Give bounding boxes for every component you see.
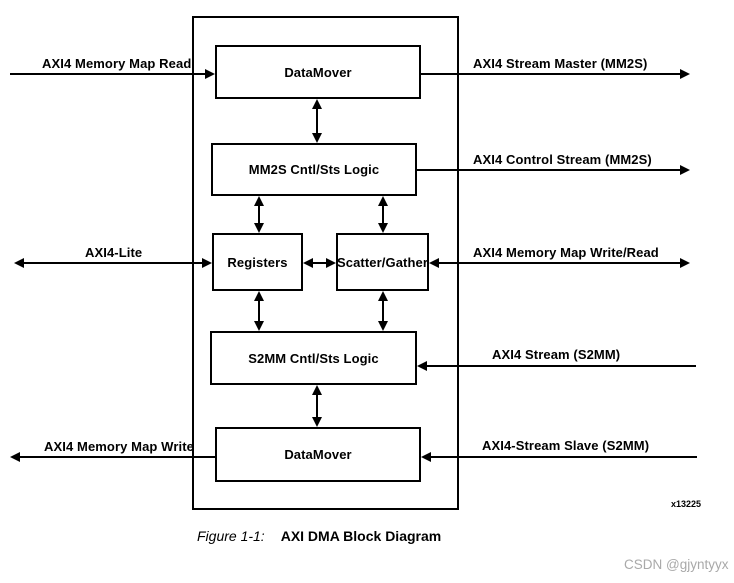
- stream-slave-arrowhead-icon: [421, 452, 431, 462]
- label-axi4-stream-slave: AXI4-Stream Slave (S2MM): [482, 438, 650, 453]
- connector-datamover-mm2s-line: [316, 103, 318, 139]
- label-axi4-stream-s2mm: AXI4 Stream (S2MM): [492, 347, 621, 362]
- connector-registers-s2mm-up-arrowhead-icon: [254, 291, 264, 301]
- block-mm2s-cntl-sts-logic: MM2S Cntl/Sts Logic: [211, 143, 417, 196]
- axi4-lite-left-arrowhead-icon: [14, 258, 24, 268]
- block-scatter-gather: Scatter/Gather: [336, 233, 429, 291]
- connector-mm2s-registers-down-arrowhead-icon: [254, 223, 264, 233]
- connector-sg-s2mm-down-arrowhead-icon: [378, 321, 388, 331]
- connector-mm2s-registers-up-arrowhead-icon: [254, 196, 264, 206]
- mm-write-read-left-arrowhead-icon: [429, 258, 439, 268]
- connector-registers-s2mm-line: [258, 296, 260, 326]
- connector-datamover-mm2s-down-arrowhead-icon: [312, 133, 322, 143]
- stream-s2mm-arrowhead-icon: [417, 361, 427, 371]
- label-axi4-control-stream: AXI4 Control Stream (MM2S): [473, 152, 652, 167]
- stream-slave-line: [428, 456, 697, 458]
- connector-registers-sg-line: [311, 262, 328, 264]
- connector-mm2s-sg-up-arrowhead-icon: [378, 196, 388, 206]
- mm-read-line: [10, 73, 206, 75]
- stream-master-arrowhead-icon: [680, 69, 690, 79]
- label-axi4-memory-map-write: AXI4 Memory Map Write: [44, 439, 194, 454]
- block-datamover-mm2s: DataMover: [215, 45, 421, 99]
- connector-sg-s2mm-up-arrowhead-icon: [378, 291, 388, 301]
- connector-mm2s-sg-down-arrowhead-icon: [378, 223, 388, 233]
- mm-read-arrowhead-icon: [205, 69, 215, 79]
- figure-drawing-number: x13225: [671, 499, 702, 509]
- stream-master-line: [421, 73, 681, 75]
- block-s2mm-cntl-sts-logic: S2MM Cntl/Sts Logic: [210, 331, 417, 385]
- watermark-csdn: CSDN @gjyntyyx: [624, 557, 729, 572]
- connector-mm2s-registers-line: [258, 201, 260, 227]
- connector-registers-s2mm-down-arrowhead-icon: [254, 321, 264, 331]
- connector-s2mm-datamover-up-arrowhead-icon: [312, 385, 322, 395]
- mm-write-read-right-arrowhead-icon: [680, 258, 690, 268]
- figure-caption-number: Figure 1-1:: [197, 528, 265, 544]
- axi4-lite-right-arrowhead-icon: [202, 258, 212, 268]
- connector-mm2s-sg-line: [382, 201, 384, 227]
- stream-s2mm-line: [424, 365, 696, 367]
- mm-write-line: [17, 456, 215, 458]
- label-axi4-lite: AXI4-Lite: [85, 245, 143, 260]
- control-stream-line: [417, 169, 681, 171]
- mm-write-arrowhead-icon: [10, 452, 20, 462]
- connector-s2mm-datamover-down-arrowhead-icon: [312, 417, 322, 427]
- mm-write-read-line: [436, 262, 682, 264]
- connector-datamover-mm2s-up-arrowhead-icon: [312, 99, 322, 109]
- block-datamover-s2mm: DataMover: [215, 427, 421, 482]
- axi4-lite-line: [20, 262, 206, 264]
- figure-caption-title: AXI DMA Block Diagram: [280, 528, 442, 544]
- label-axi4-memory-map-write-read: AXI4 Memory Map Write/Read: [473, 245, 659, 260]
- control-stream-arrowhead-icon: [680, 165, 690, 175]
- block-registers: Registers: [212, 233, 303, 291]
- connector-s2mm-datamover-line: [316, 390, 318, 422]
- label-axi4-memory-map-read: AXI4 Memory Map Read: [42, 56, 192, 71]
- label-axi4-stream-master: AXI4 Stream Master (MM2S): [473, 56, 648, 71]
- figure-caption: Figure 1-1: AXI DMA Block Diagram: [197, 528, 441, 544]
- connector-registers-sg-left-arrowhead-icon: [303, 258, 313, 268]
- connector-registers-sg-right-arrowhead-icon: [326, 258, 336, 268]
- connector-sg-s2mm-line: [382, 296, 384, 326]
